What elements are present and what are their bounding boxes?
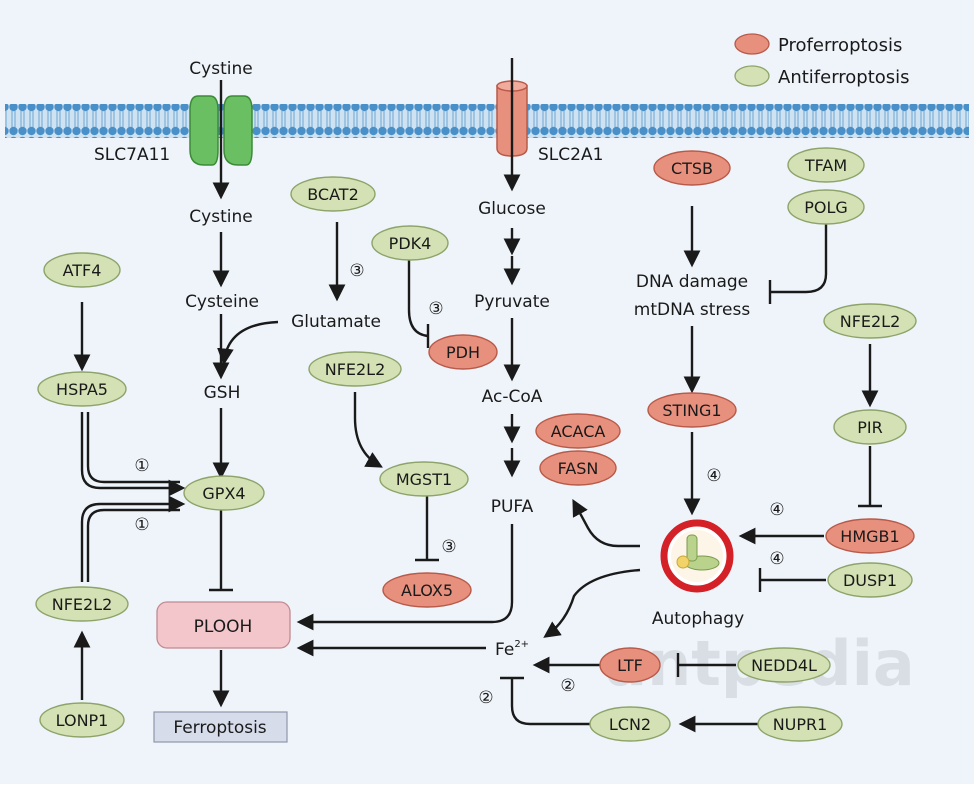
fe2-label: Fe2+ (495, 639, 529, 660)
pdk4-node (371, 225, 449, 261)
cell-membrane (5, 104, 969, 138)
cystine-inside-label: Cystine (189, 207, 252, 227)
ferroptosis-box (153, 711, 288, 743)
slc2a1-label: SLC2A1 (538, 145, 603, 165)
step-1-marker-b: ① (134, 515, 149, 535)
step-4-marker-b: ④ (769, 500, 784, 520)
acaca-label: ACACA (551, 422, 606, 441)
step-1-marker-a: ① (134, 456, 149, 476)
glutamate-label: Glutamate (291, 312, 381, 332)
ctsb-label: CTSB (671, 159, 713, 178)
nedd4l-node (737, 647, 831, 683)
slc7a11-transporter (189, 95, 253, 166)
step-3-marker-a: ③ (349, 261, 364, 281)
legend: Proferroptosis Antiferroptosis (734, 33, 910, 88)
fe-superscript: 2+ (514, 639, 529, 650)
tfam-node (787, 147, 865, 183)
pufa-label: PUFA (491, 497, 534, 517)
nfe2l2-right-label: NFE2L2 (840, 312, 901, 331)
nfe2l2-mid-label: NFE2L2 (325, 360, 386, 379)
alox5-label: ALOX5 (401, 581, 453, 600)
dna-damage-label: DNA damage (636, 272, 748, 292)
legend-pro-label: Proferroptosis (778, 35, 902, 56)
atf4-node (43, 252, 121, 288)
plooh-label: PLOOH (194, 617, 253, 637)
pdh-label: PDH (446, 343, 480, 362)
hmgb1-node (825, 518, 915, 554)
gpx4-label: GPX4 (202, 484, 245, 503)
fe-text: Fe (495, 640, 514, 660)
hspa5-label: HSPA5 (56, 380, 108, 399)
ltf-label: LTF (617, 656, 643, 675)
legend-anti-label: Antiferroptosis (778, 67, 910, 88)
alox5-node (382, 572, 472, 608)
pdk4-label: PDK4 (389, 234, 432, 253)
legend-anti-swatch (734, 65, 770, 87)
nfe2l2-right-node (823, 303, 917, 339)
step-4-marker-a: ④ (706, 466, 721, 486)
slc7a11-label: SLC7A11 (94, 145, 170, 165)
pyruvate-label: Pyruvate (474, 292, 550, 312)
autophagy-icon (660, 519, 734, 593)
gpx4-node (183, 475, 265, 511)
sting1-label: STING1 (662, 401, 721, 420)
polg-label: POLG (804, 198, 848, 217)
autophagy-label: Autophagy (652, 609, 744, 629)
nupr1-node (757, 706, 843, 742)
sting1-node (647, 392, 737, 428)
ac-coa-label: Ac-CoA (482, 387, 543, 407)
hspa5-node (37, 371, 127, 407)
lcn2-node (589, 706, 671, 742)
gsh-label: GSH (204, 383, 241, 403)
mgst1-label: MGST1 (396, 470, 452, 489)
step-3-marker-c: ③ (441, 537, 456, 557)
bcat2-node (290, 176, 376, 212)
nfe2l2-left-node (35, 586, 129, 622)
ctsb-node (653, 150, 731, 186)
cysteine-label: Cysteine (185, 292, 259, 312)
cystine-outside-label: Cystine (189, 59, 252, 79)
pir-label: PIR (857, 418, 882, 437)
bcat2-label: BCAT2 (307, 185, 359, 204)
atf4-label: ATF4 (63, 261, 102, 280)
pir-node (833, 409, 907, 445)
fasn-label: FASN (558, 459, 599, 478)
plooh-box (156, 601, 291, 649)
acaca-node (535, 413, 621, 449)
step-2-marker-a: ② (560, 676, 575, 696)
lonp1-node (39, 702, 125, 738)
lonp1-label: LONP1 (56, 711, 109, 730)
lcn2-label: LCN2 (609, 715, 651, 734)
ferroptosis-label: Ferroptosis (173, 718, 266, 738)
nfe2l2-left-label: NFE2L2 (52, 595, 113, 614)
polg-node (787, 189, 865, 225)
mgst1-node (379, 461, 469, 497)
dusp1-node (827, 562, 913, 598)
hmgb1-label: HMGB1 (840, 527, 899, 546)
ltf-node (599, 647, 661, 683)
step-3-marker-b: ③ (428, 299, 443, 319)
glucose-label: Glucose (478, 199, 546, 219)
nedd4l-label: NEDD4L (751, 656, 817, 675)
fasn-node (539, 450, 617, 486)
step-2-marker-b: ② (478, 688, 493, 708)
tfam-label: TFAM (804, 156, 847, 175)
legend-pro-swatch (734, 33, 770, 55)
mtdna-stress-label: mtDNA stress (634, 300, 751, 320)
nupr1-label: NUPR1 (773, 715, 828, 734)
step-4-marker-c: ④ (769, 549, 784, 569)
nfe2l2-mid-node (308, 351, 402, 387)
dusp1-label: DUSP1 (843, 571, 897, 590)
pdh-node (428, 334, 498, 370)
